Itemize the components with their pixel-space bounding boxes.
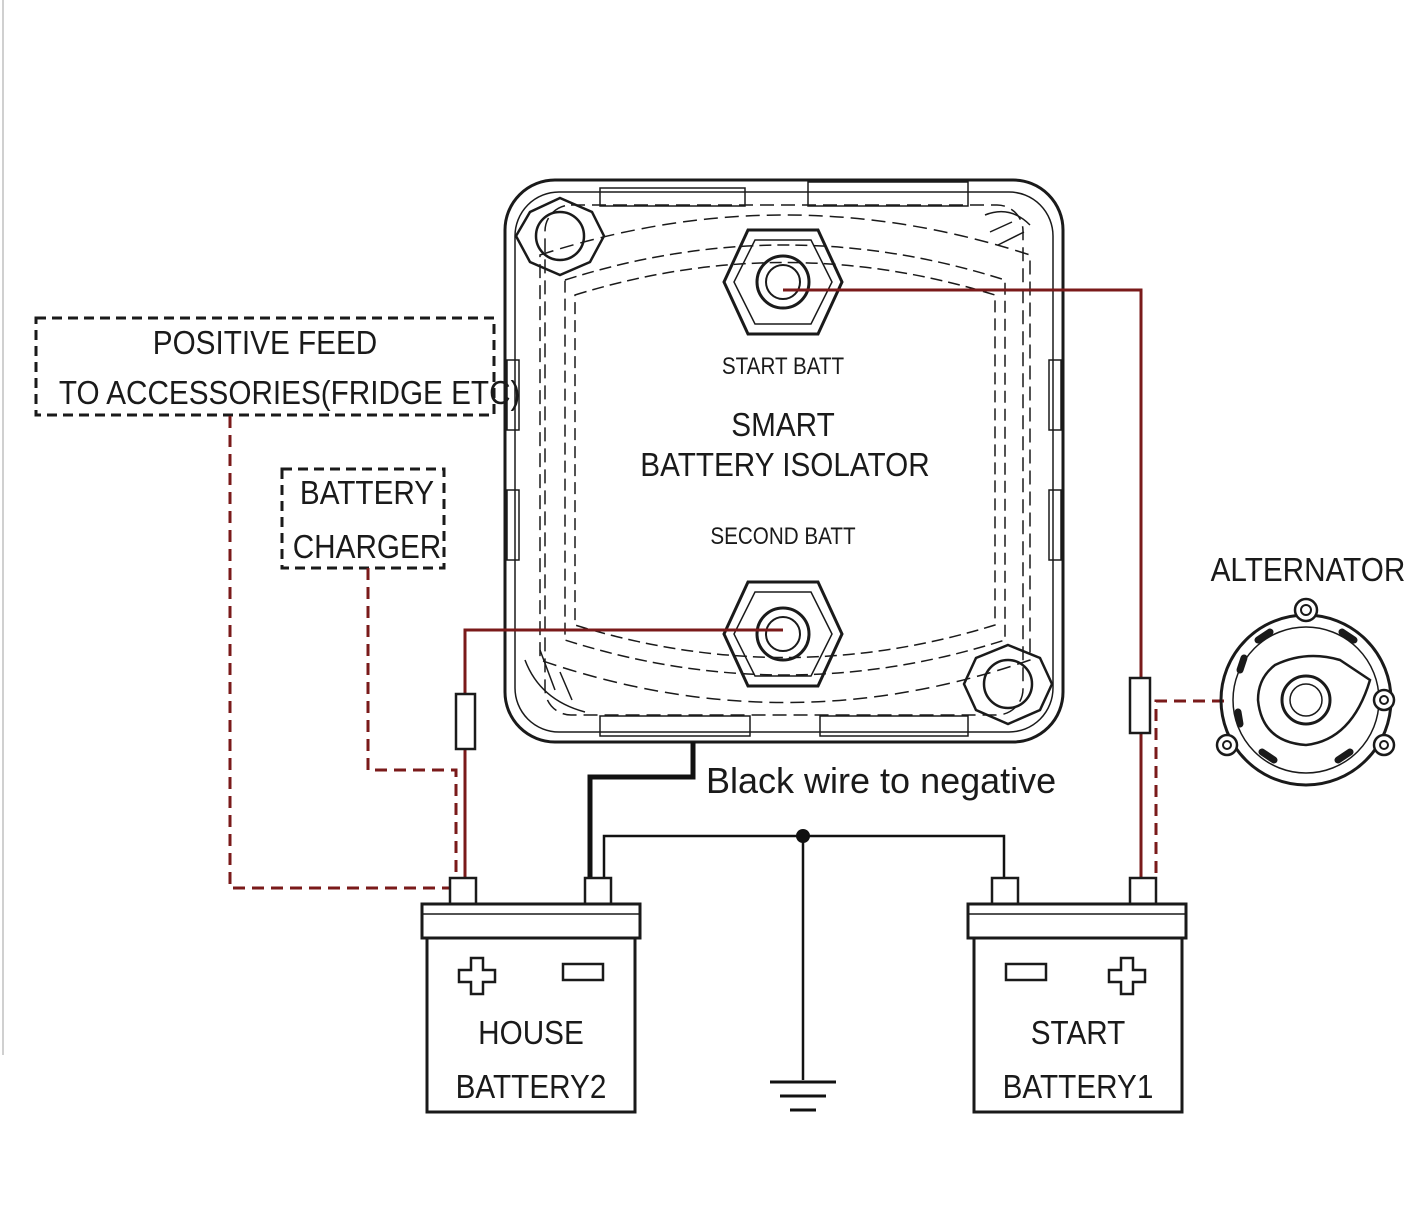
start-batt-terminal: [722, 228, 844, 336]
positive-feed-label-line1: POSITIVE FEED: [152, 324, 378, 361]
battery-charger-label-line1: BATTERY: [299, 474, 435, 511]
second-batt-terminal: [722, 580, 844, 688]
house-battery: [420, 876, 642, 1114]
alternator-feed-wire: [1154, 699, 1224, 880]
negative-bus-wire: [602, 834, 1006, 1080]
house-fuse: [454, 692, 477, 751]
start-battery-label-line1: START: [1030, 1014, 1126, 1051]
start-positive-wire: [783, 288, 1143, 878]
isolator-title-line2: BATTERY ISOLATOR: [640, 446, 930, 483]
mount-hole-top-right: [984, 210, 1031, 246]
isolator-black-wire: [587, 742, 696, 878]
start-battery: [966, 876, 1188, 1114]
house-positive-wire: [463, 628, 783, 878]
positive-feed-label-line2: TO ACCESSORIES(FRIDGE ETC): [58, 374, 521, 411]
start-battery-label-line2: BATTERY1: [1002, 1068, 1154, 1105]
second-batt-label: SECOND BATT: [710, 523, 856, 550]
ground-symbol: [770, 1080, 836, 1112]
smart-battery-isolator: [503, 178, 1065, 744]
alternator: [1215, 597, 1396, 787]
isolator-title-line1: SMART: [731, 406, 835, 443]
black-wire-note: Black wire to negative: [706, 760, 1057, 801]
alternator-label: ALTERNATOR: [1210, 551, 1406, 588]
mount-hole-bottom-left: [524, 649, 586, 713]
ground-junction: [796, 829, 810, 843]
battery-charger-box: [280, 467, 446, 570]
positive-feed-box: [34, 316, 496, 417]
house-battery-label-line1: HOUSE: [478, 1014, 584, 1051]
accessory-feed-wire: [228, 416, 455, 890]
charger-feed-wire: [366, 568, 458, 880]
start-batt-label: START BATT: [721, 353, 845, 380]
house-battery-label-line2: BATTERY2: [455, 1068, 607, 1105]
mount-hole-top-left: [514, 196, 606, 277]
battery-charger-label-line2: CHARGER: [292, 528, 442, 565]
mount-hole-bottom-right: [962, 643, 1054, 726]
start-fuse: [1128, 676, 1152, 735]
